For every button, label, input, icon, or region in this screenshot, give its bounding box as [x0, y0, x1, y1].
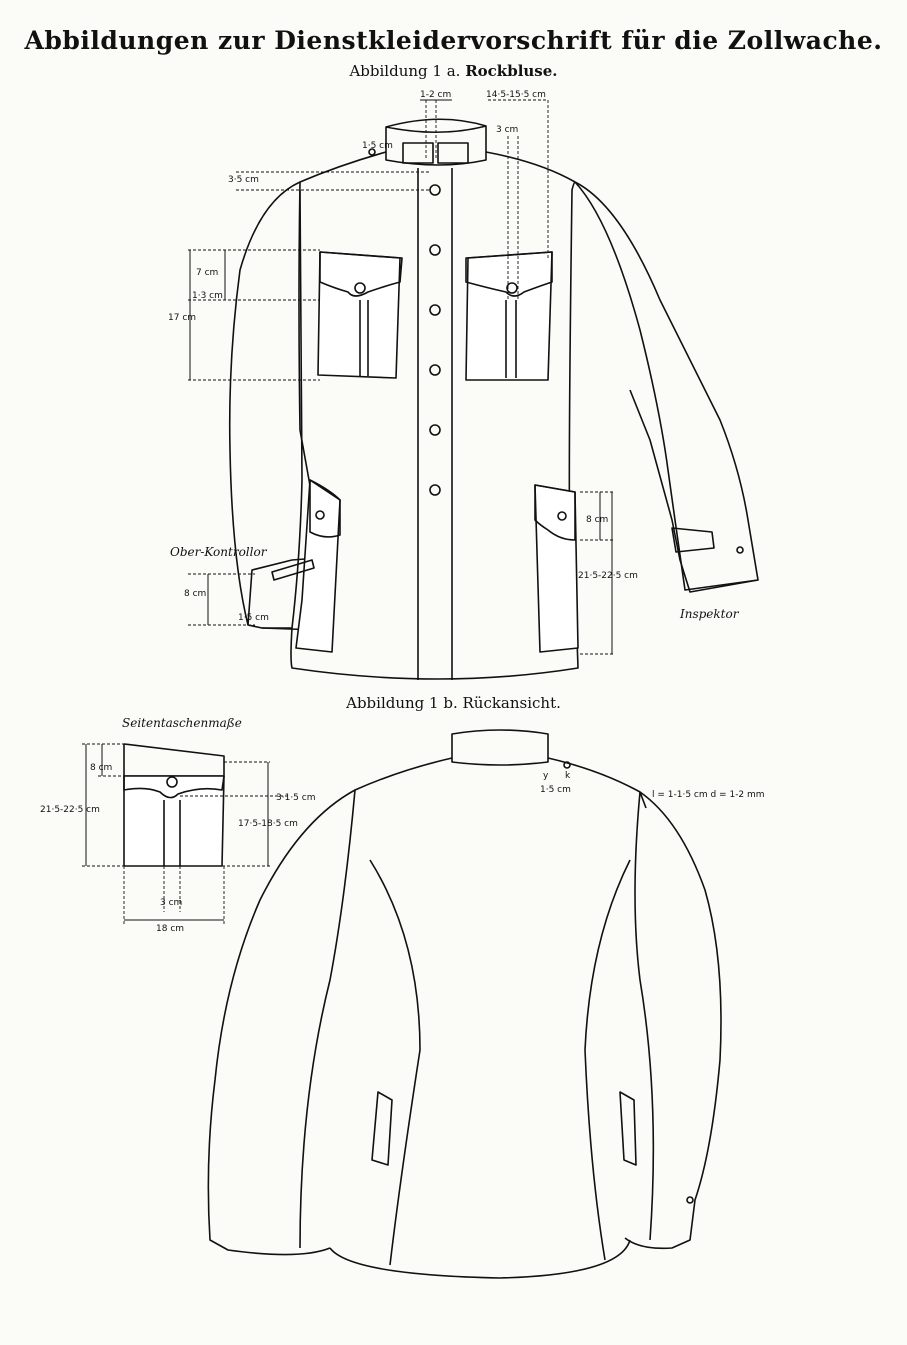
back-k-label: k [565, 771, 571, 781]
back-y-label: y [543, 771, 549, 781]
figure-1a-caption: Abbildung 1 a. Rockbluse. [0, 62, 907, 80]
sp-dim-3-1-5: 3·1·5 cm [276, 793, 315, 803]
front-dimensions [188, 99, 615, 655]
dim-cuff-8: 8 cm [184, 589, 206, 599]
front-buttons [429, 184, 441, 496]
dim-3-5: 3·5 cm [228, 175, 259, 185]
sp-dim-8: 8 cm [90, 763, 112, 773]
label-inspektor: Inspektor [679, 607, 740, 621]
sp-dim-3: 3 cm [160, 898, 182, 908]
side-pocket-drawing [82, 743, 290, 924]
sp-dim-18: 18 cm [156, 924, 184, 934]
figure-1a-name: Rockbluse. [465, 62, 558, 80]
back-dim-1-5: 1·5 cm [540, 785, 571, 795]
dim-cuff-small: 1·5 cm [238, 613, 269, 623]
dim-hip-8: 8 cm [586, 515, 608, 525]
sp-dim-21-5: 21·5-22·5 cm [40, 805, 100, 815]
page-title: Abbildungen zur Dienstkleidervorschrift … [24, 26, 883, 55]
label-oberkontrollor: Ober-Kontrollor [170, 545, 268, 559]
front-jacket-drawing [228, 118, 759, 680]
chest-pocket-left [317, 251, 403, 379]
dim-pocket-17: 17 cm [168, 313, 196, 323]
back-tab-dims: l = 1-1·5 cm d = 1-2 mm [652, 790, 765, 800]
dim-pocket-7: 7 cm [196, 268, 218, 278]
dim-collar-small: 3 cm [496, 125, 518, 135]
dim-collar: 1-2 cm [420, 90, 451, 100]
dim-shoulder-small: 1·5 cm [362, 141, 393, 151]
dim-width: 14·5-15·5 cm [486, 90, 546, 100]
chest-pocket-right [465, 251, 553, 381]
side-pocket-heading: Seitentaschenmaße [122, 716, 242, 730]
dim-hip-21-5: 21·5-22·5 cm [578, 571, 638, 581]
figure-1a-prefix: Abbildung 1 a. [349, 62, 461, 80]
figure-1b-caption: Abbildung 1 b. Rückansicht. [346, 694, 561, 712]
dim-pocket-1-3: 1·3 cm [192, 291, 223, 301]
back-jacket-drawing [207, 729, 722, 1279]
sp-dim-17-5: 17·5-18·5 cm [238, 819, 298, 829]
